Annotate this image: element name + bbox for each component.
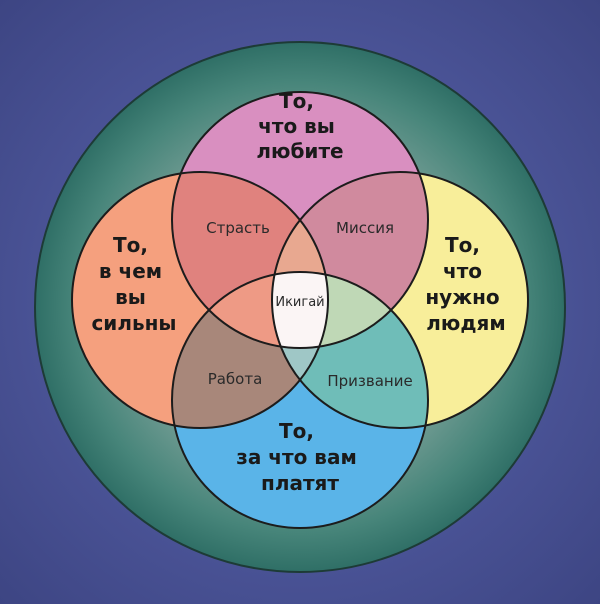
label-needs: То, что нужно людям <box>425 233 506 335</box>
label-mission: Миссия <box>336 219 394 237</box>
label-ikigai: Икигай <box>275 295 324 310</box>
circle-outlines <box>71 91 529 529</box>
label-profession: Работа <box>208 370 263 388</box>
label-passion: Страсть <box>206 219 270 237</box>
label-good-at: То, в чем вы сильны <box>91 233 176 335</box>
label-vocation: Призвание <box>327 372 412 390</box>
label-paid: То, за что вам платят <box>236 419 364 495</box>
label-love: То, что вы любите <box>256 89 343 163</box>
